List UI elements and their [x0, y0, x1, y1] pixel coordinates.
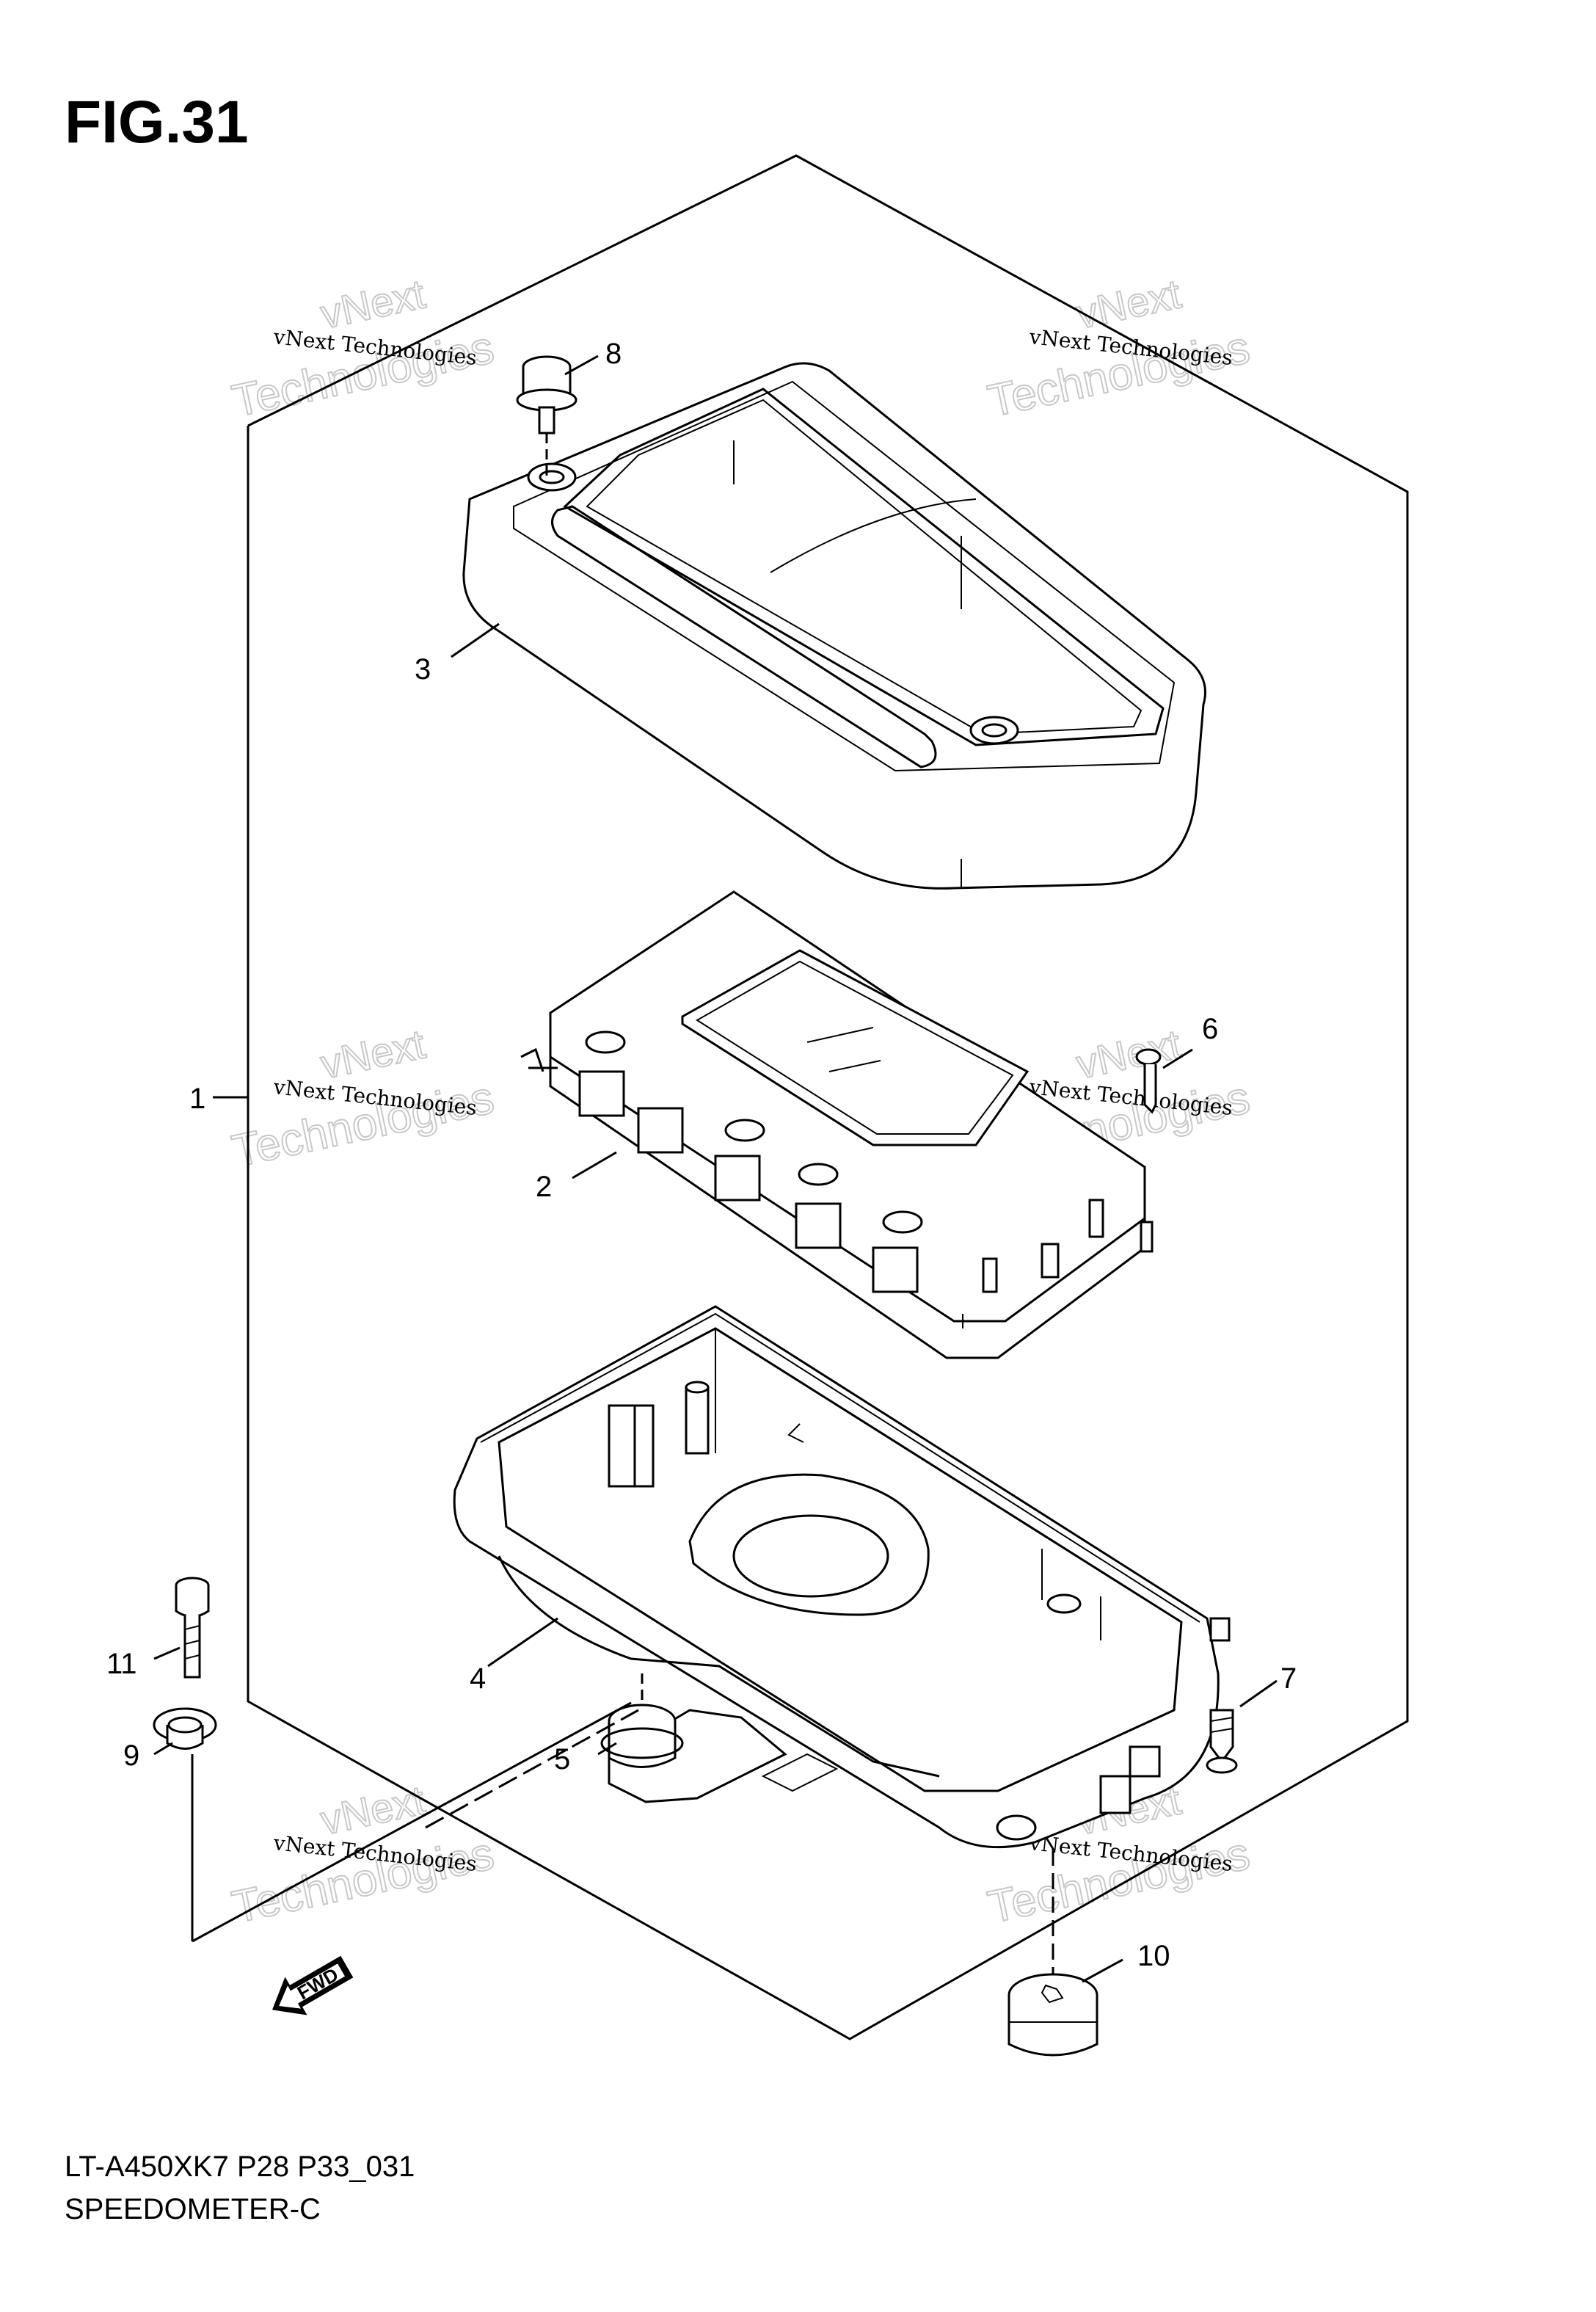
part-7-screw	[1206, 1709, 1238, 1774]
watermark-brand: vNext	[316, 1020, 429, 1087]
watermark-brand: vNext	[1072, 270, 1185, 337]
callout-3: 3	[415, 653, 431, 686]
part-8-screw	[516, 355, 577, 477]
watermark-brand: vNext	[316, 270, 429, 337]
callout-5: 5	[554, 1743, 570, 1775]
figure-title: FIG.31	[65, 89, 249, 156]
part-5-grommet	[600, 1673, 684, 1768]
model-code: LT-A450XK7 P28 P33_031	[65, 2151, 415, 2183]
callout-8: 8	[605, 338, 622, 370]
watermark-brand: vNext	[316, 1776, 429, 1843]
callout-7: 7	[1280, 1662, 1297, 1695]
part-3-meter-cover	[462, 362, 1206, 890]
assembly-boundary	[247, 154, 1409, 2040]
part-4-meter-case	[453, 1305, 1231, 1849]
callout-9: 9	[123, 1740, 139, 1772]
part-11-bolt	[175, 1577, 210, 1679]
callout-10: 10	[1137, 1940, 1170, 1972]
part-9-collar	[153, 1707, 217, 1750]
callout-4: 4	[470, 1662, 486, 1695]
callout-1: 1	[189, 1083, 205, 1115]
fwd-arrow-icon: FWD	[272, 1955, 354, 2015]
part-2-meter-unit	[520, 890, 1154, 1359]
assembly-lines	[191, 1701, 1054, 1974]
watermark-brand: vNext	[1072, 1020, 1185, 1087]
callout-6: 6	[1202, 1013, 1218, 1045]
callout-11: 11	[106, 1648, 137, 1680]
callout-2: 2	[536, 1171, 552, 1203]
part-6-screw	[1135, 1048, 1162, 1114]
callout-labels: 1 2 3 4 5 6 7 8 9 10 11	[106, 338, 1297, 1972]
part-10-grommet	[1007, 1973, 1098, 2057]
assembly-name: SPEEDOMETER-C	[65, 2193, 321, 2225]
leader-lines	[153, 355, 1278, 1983]
